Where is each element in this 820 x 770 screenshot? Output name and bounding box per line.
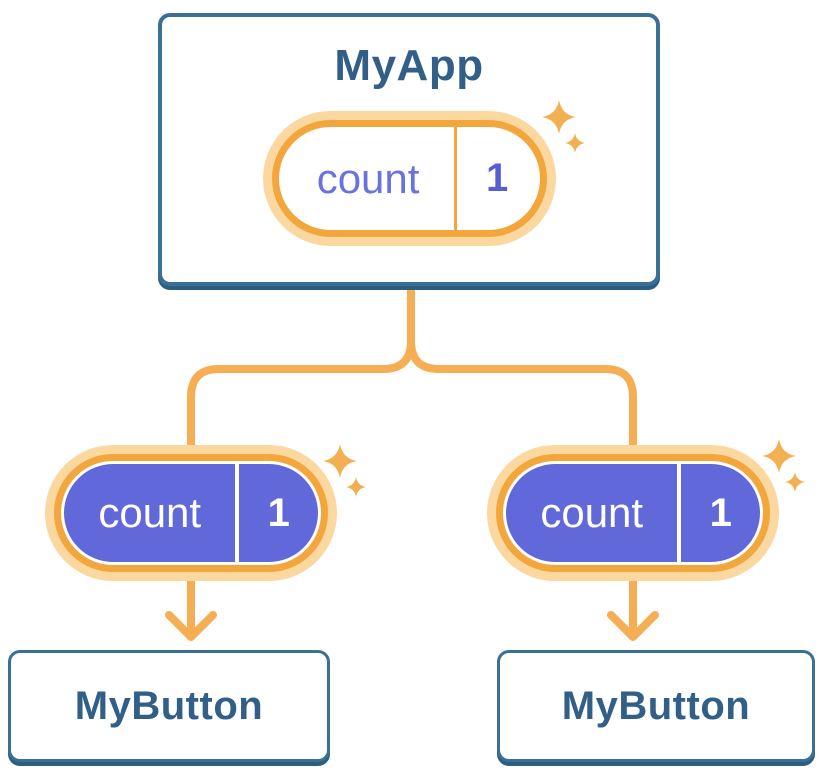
pill-label-cell: count <box>282 130 454 227</box>
sparkle-icon <box>323 444 366 497</box>
sparkle-small <box>565 133 585 153</box>
pill-body: count 1 <box>64 464 318 562</box>
pill-ring: count 1 <box>272 120 547 237</box>
sparkle-big <box>542 100 577 135</box>
pill-value: 1 <box>267 490 290 535</box>
prop-pill-right: count 1 <box>487 445 779 581</box>
pill-label: count <box>98 489 202 536</box>
pill-ring: count 1 <box>496 454 770 572</box>
pill-body: count 1 <box>506 464 760 562</box>
sparkle-icon <box>542 100 585 153</box>
pill-body: count 1 <box>282 127 537 230</box>
pill-label-cell: count <box>506 464 677 562</box>
pill-label: count <box>540 489 644 536</box>
pill-divider <box>454 127 458 230</box>
pill-value: 1 <box>485 156 509 200</box>
pill-value: 1 <box>709 490 732 535</box>
prop-pill-left: count 1 <box>45 445 337 581</box>
sparkle-big <box>762 439 797 474</box>
arrowhead-left-icon <box>165 611 217 641</box>
component-title-mybutton-right: MyButton <box>561 683 751 728</box>
sparkle-small <box>785 472 805 492</box>
component-title-myapp: MyApp <box>334 41 484 90</box>
state-pill-myapp: count 1 <box>263 111 556 246</box>
pill-divider <box>677 464 682 562</box>
pill-value-cell: 1 <box>457 130 537 227</box>
pill-divider <box>235 464 240 562</box>
pill-label-cell: count <box>64 464 235 562</box>
pill-ring: count 1 <box>54 454 328 572</box>
component-title-mybutton-left: MyButton <box>74 683 264 728</box>
component-card-mybutton-left: MyButton <box>8 650 330 762</box>
pill-label: count <box>316 154 420 202</box>
sparkle-big <box>323 444 358 479</box>
connector-branch-right <box>407 284 637 634</box>
pill-value-cell: 1 <box>681 464 760 562</box>
pill-value-cell: 1 <box>239 464 318 562</box>
sparkle-icon <box>762 439 805 492</box>
sparkle-small <box>346 477 366 497</box>
component-card-mybutton-right: MyButton <box>497 650 815 762</box>
arrowhead-right-icon <box>607 611 659 641</box>
